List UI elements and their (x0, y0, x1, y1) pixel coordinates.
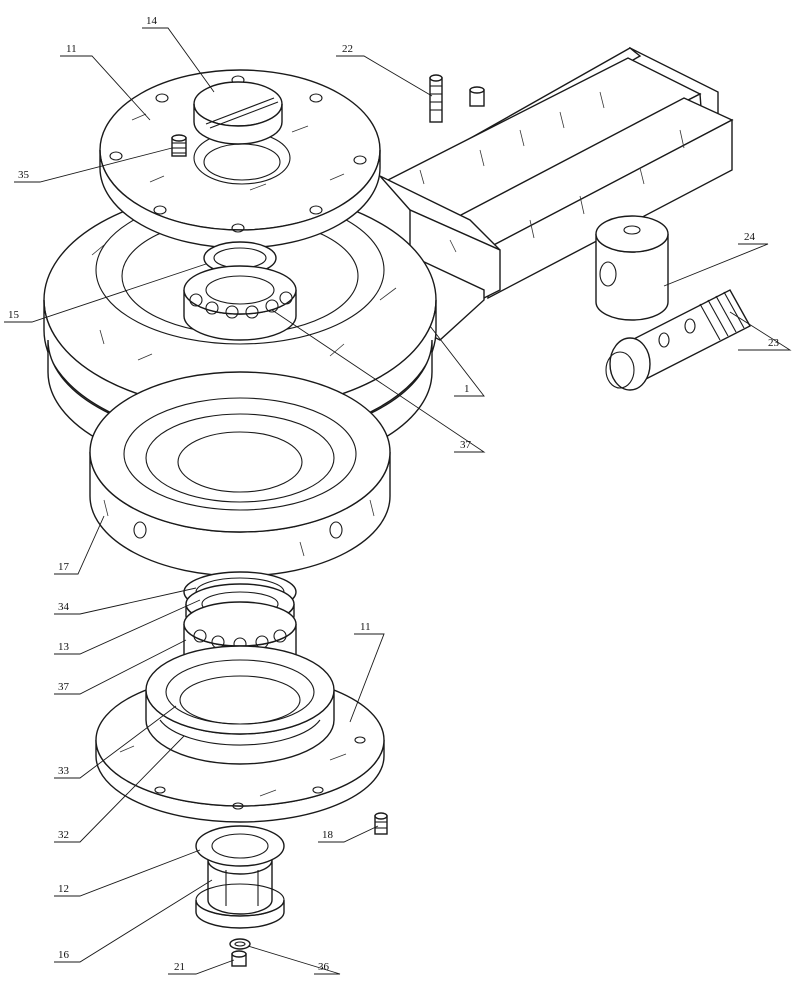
part-18-screw (374, 812, 388, 835)
callout-21: 21 (174, 961, 185, 973)
callout-15: 15 (8, 309, 20, 321)
part-22-stud (429, 74, 485, 123)
part-21-nut (231, 950, 247, 967)
callout-35: 35 (18, 169, 30, 181)
callout-33: 33 (58, 765, 70, 777)
part-33-hub (145, 645, 335, 765)
callout-37-lower: 37 (58, 681, 70, 693)
callout-12: 12 (58, 883, 69, 895)
callout-24: 24 (744, 231, 756, 243)
leader-lines (4, 27, 792, 975)
part-35-set-screw (171, 134, 187, 157)
callout-11-lower: 11 (360, 621, 371, 633)
part-17-housing (89, 371, 391, 577)
part-24-block (595, 215, 669, 321)
callout-17: 17 (58, 561, 70, 573)
callout-32: 32 (58, 829, 69, 841)
callout-13: 13 (58, 641, 70, 653)
callout-labels: 11 14 22 35 15 1 37 24 23 17 34 13 37 11… (8, 15, 780, 973)
callout-36: 36 (318, 961, 330, 973)
part-12-bushing-flange (195, 825, 285, 867)
callout-1: 1 (464, 383, 470, 395)
callout-16: 16 (58, 949, 70, 961)
part-16-bushing (195, 859, 285, 929)
callout-34: 34 (58, 601, 70, 613)
part-36-washer (229, 938, 251, 950)
callout-11-top: 11 (66, 43, 77, 55)
callout-22: 22 (342, 43, 353, 55)
part-23-shaft (605, 289, 751, 391)
callout-14: 14 (146, 15, 158, 27)
part-37-upper-bearing (183, 265, 297, 341)
part-32-ring (159, 719, 321, 746)
callout-23: 23 (768, 337, 780, 349)
part-14-cap (193, 81, 283, 145)
callout-37-upper: 37 (460, 439, 472, 451)
callout-18: 18 (322, 829, 334, 841)
